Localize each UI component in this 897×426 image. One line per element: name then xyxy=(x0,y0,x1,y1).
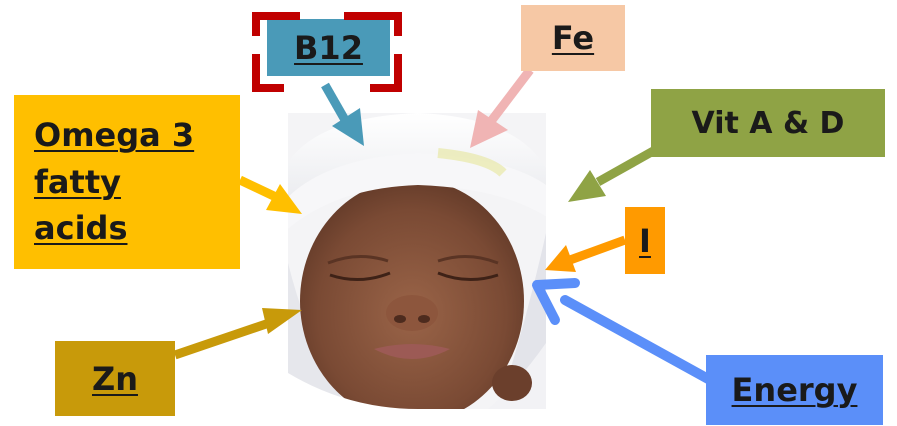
label-omega-line-3: acids xyxy=(34,205,127,251)
label-omega-3: Omega 3 fatty acids xyxy=(14,95,240,269)
arrow-b12 xyxy=(325,85,364,146)
label-energy-text: Energy xyxy=(732,371,858,409)
label-vit-ad-text: Vit A & D xyxy=(692,106,845,141)
label-zn-text: Zn xyxy=(92,360,138,398)
arrow-energy xyxy=(537,283,710,380)
label-omega-line-2: fatty xyxy=(34,159,121,205)
label-energy: Energy xyxy=(706,355,883,425)
arrow-iodine xyxy=(545,240,625,272)
arrow-omega xyxy=(240,180,302,214)
arrow-zn xyxy=(175,308,302,355)
label-omega-line-1: Omega 3 xyxy=(34,112,194,158)
label-fe: Fe xyxy=(521,5,625,71)
arrow-fe xyxy=(470,70,530,148)
label-fe-text: Fe xyxy=(552,19,594,57)
label-vit-ad: Vit A & D xyxy=(651,89,885,157)
label-iodine: I xyxy=(625,207,665,274)
selection-handles[interactable] xyxy=(252,12,402,92)
label-zn: Zn xyxy=(55,341,175,416)
arrow-vit-ad xyxy=(568,150,655,202)
label-iodine-text: I xyxy=(639,222,651,260)
